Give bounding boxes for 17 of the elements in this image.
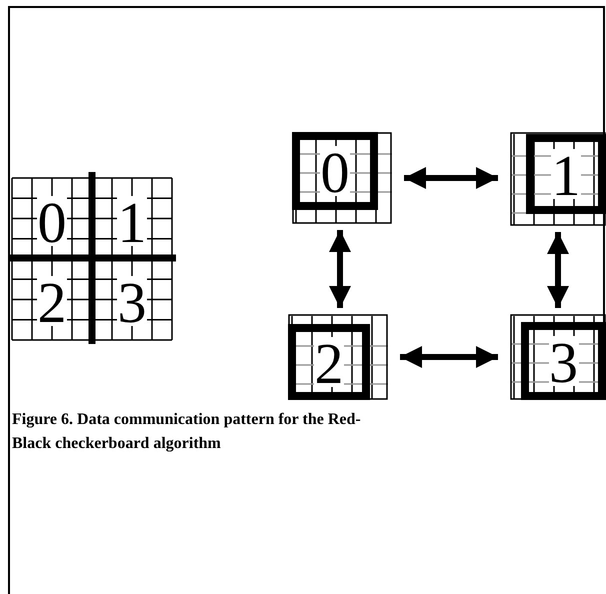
- subgrid-block: [292, 132, 392, 224]
- subgrid-block: [510, 132, 606, 226]
- quadrant-number: 1: [117, 196, 147, 246]
- figure-caption: Figure 6. Data communication pattern for the Red-Black checkerboard algorithm: [12, 410, 362, 454]
- quadrant-number: 2: [37, 276, 67, 326]
- block-number: 3: [548, 336, 578, 386]
- block-number: 1: [551, 149, 581, 200]
- subgrid-block: [510, 314, 606, 400]
- block-number: 0: [320, 146, 350, 196]
- double-arrow: [547, 232, 569, 308]
- subgrid-block: [288, 314, 388, 400]
- double-arrow: [404, 167, 498, 189]
- quadrant-number: 0: [37, 196, 67, 246]
- double-arrow: [329, 230, 351, 308]
- quadrant-number: 3: [117, 276, 147, 326]
- block-number: 2: [314, 337, 344, 388]
- double-arrow: [400, 346, 498, 368]
